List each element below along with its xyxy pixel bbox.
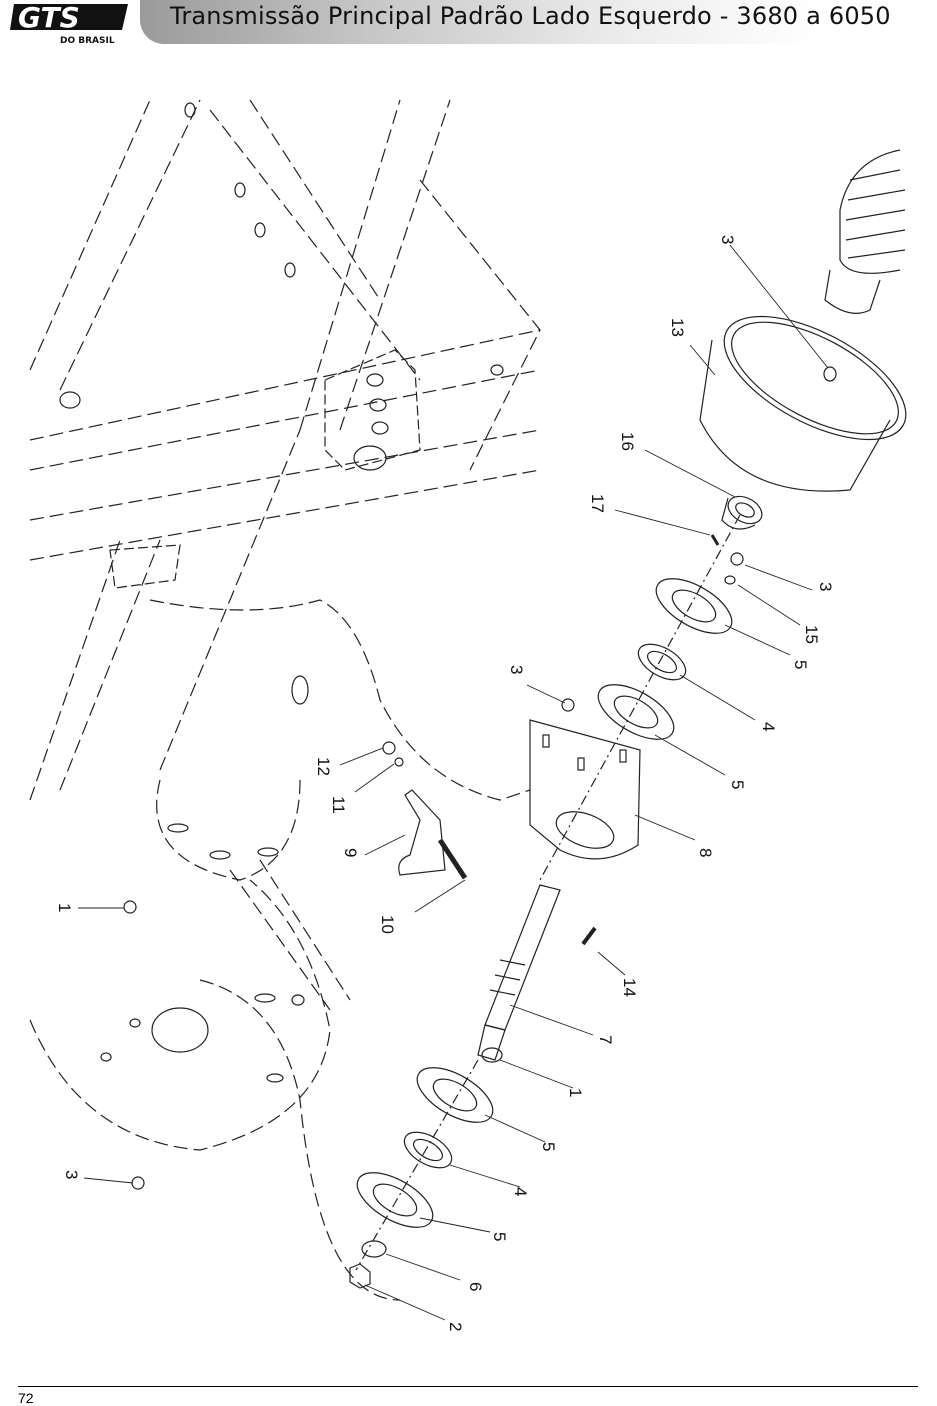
callout-4: 4 bbox=[759, 722, 778, 731]
exploded-parts-diagram: 3 13 16 17 3 15 5 4 3 5 8 12 11 9 10 1 1… bbox=[29, 99, 907, 1331]
callout-3: 3 bbox=[507, 665, 526, 674]
callout-7: 7 bbox=[596, 1035, 615, 1044]
part-16-coupling bbox=[721, 495, 763, 530]
callout-4: 4 bbox=[511, 1187, 530, 1196]
part-3-nut-mid bbox=[561, 698, 575, 712]
frame-bracket bbox=[109, 349, 421, 589]
part-11-washer bbox=[394, 757, 404, 767]
callout-15: 15 bbox=[802, 625, 821, 644]
callout-10: 10 bbox=[378, 915, 397, 934]
part-6-washer bbox=[361, 1240, 387, 1258]
part-13-housing bbox=[699, 315, 907, 492]
callout-3: 3 bbox=[816, 582, 835, 591]
page-header: GTS DO BRASIL Transmissão Principal Padr… bbox=[0, 0, 937, 48]
page-number: 72 bbox=[18, 1390, 34, 1406]
part-5-flange-b bbox=[597, 684, 675, 740]
part-9-bracket bbox=[398, 789, 446, 876]
leader-lines bbox=[78, 244, 829, 1321]
callout-13: 13 bbox=[668, 318, 687, 337]
part-4-bearing-b bbox=[403, 1131, 453, 1169]
part-5-flange-d bbox=[356, 1172, 434, 1228]
callout-5: 5 bbox=[728, 780, 747, 789]
part-7-shaft bbox=[477, 884, 561, 1061]
part-4-bearing-a bbox=[637, 643, 687, 681]
callout-16: 16 bbox=[618, 432, 637, 451]
gts-logo: GTS DO BRASIL bbox=[10, 1, 130, 46]
part-10-bolt bbox=[437, 838, 468, 880]
page-title: Transmissão Principal Padrão Lado Esquer… bbox=[170, 2, 891, 30]
part-1-bolt-right bbox=[481, 1047, 503, 1063]
part-12-nut bbox=[382, 741, 396, 755]
logo-text: GTS bbox=[18, 1, 80, 34]
title-bar bbox=[140, 0, 937, 44]
part-3-nut-upper bbox=[730, 552, 744, 566]
frame-holes bbox=[59, 102, 504, 1083]
callout-1: 1 bbox=[55, 903, 74, 912]
part-8-bracket bbox=[529, 719, 641, 860]
callout-11: 11 bbox=[329, 796, 348, 814]
part-3-nut-lower bbox=[131, 1176, 145, 1190]
callout-9: 9 bbox=[341, 848, 360, 857]
part-5-flange-a bbox=[655, 578, 733, 634]
callout-2: 2 bbox=[446, 1322, 465, 1331]
logo-subtext: DO BRASIL bbox=[60, 36, 115, 46]
part-14-bolt bbox=[581, 926, 597, 946]
callout-3: 3 bbox=[62, 1170, 81, 1179]
callout-labels: 3 13 16 17 3 15 5 4 3 5 8 12 11 9 10 1 1… bbox=[55, 235, 835, 1331]
callout-17: 17 bbox=[588, 494, 607, 513]
callout-6: 6 bbox=[466, 1282, 485, 1291]
callout-3: 3 bbox=[718, 235, 737, 244]
footer-rule bbox=[18, 1386, 918, 1387]
part-5-flange-c bbox=[416, 1067, 494, 1123]
callout-1: 1 bbox=[566, 1088, 585, 1097]
assembly-axis bbox=[355, 514, 741, 1271]
callout-14: 14 bbox=[620, 978, 639, 997]
frame-structure bbox=[29, 99, 541, 1301]
drive-unit bbox=[824, 149, 906, 314]
callout-5: 5 bbox=[490, 1232, 509, 1241]
part-17-screw bbox=[710, 534, 720, 546]
callout-5: 5 bbox=[791, 660, 810, 669]
part-1-bolt-left bbox=[123, 900, 137, 914]
callout-5: 5 bbox=[539, 1142, 558, 1151]
part-15-washer bbox=[724, 575, 736, 585]
callout-12: 12 bbox=[314, 757, 333, 776]
callout-8: 8 bbox=[696, 848, 715, 857]
